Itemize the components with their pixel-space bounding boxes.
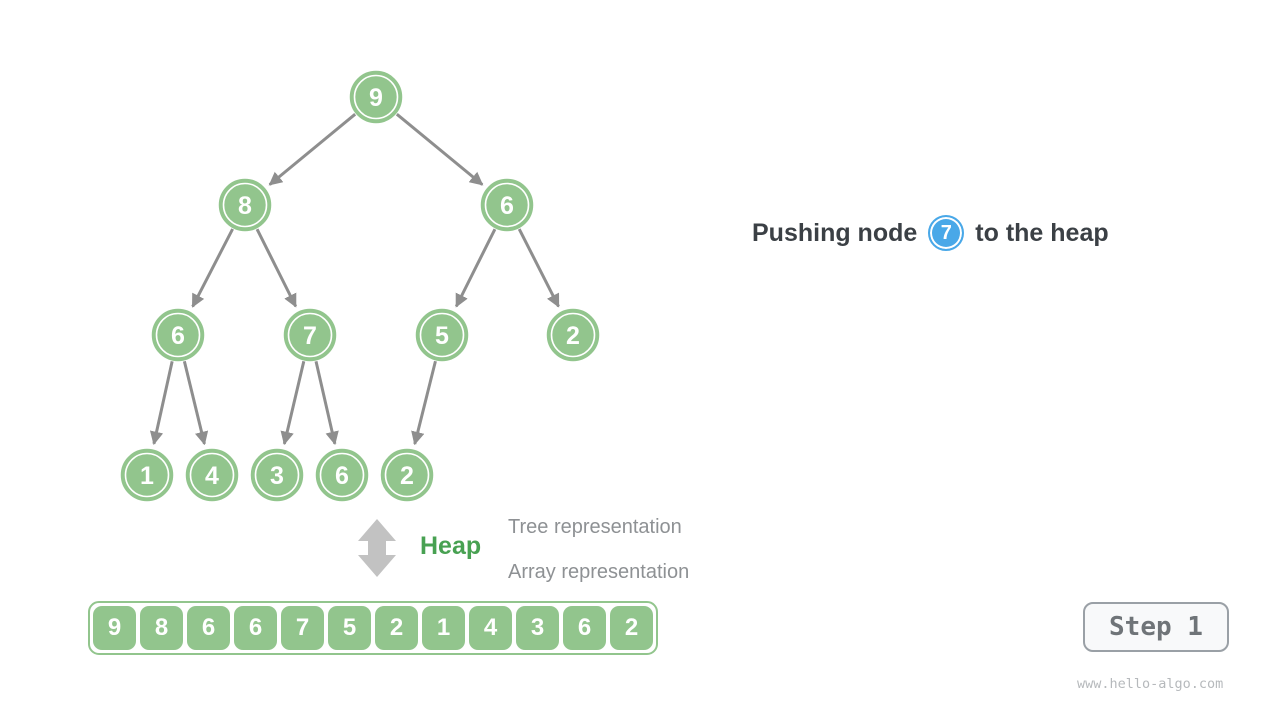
step-title: Pushing node 7 to the heap [752, 211, 1109, 255]
tree-edge [182, 360, 209, 446]
tree-edge [314, 360, 339, 446]
tree-nodes: 9 8 6 6 7 5 2 1 4 3 6 2 [120, 70, 600, 502]
tree-node-value: 6 [171, 322, 185, 350]
array-cell: 9 [93, 606, 136, 650]
tree-node-value: 2 [400, 462, 414, 490]
tree-edge [517, 228, 560, 308]
tree-node: 8 [218, 178, 272, 232]
title-prefix: Pushing node [752, 218, 918, 247]
pushed-node-badge: 7 [928, 215, 965, 251]
title-suffix: to the heap [975, 218, 1109, 247]
tree-node-value: 2 [566, 322, 580, 350]
tree-node: 5 [415, 308, 469, 362]
array-cell: 8 [140, 606, 183, 650]
step-button[interactable]: Step 1 [1083, 602, 1229, 652]
heap-tree: 9 8 6 6 7 5 2 1 4 3 6 2 [120, 70, 600, 502]
step-label: Step 1 [1109, 612, 1203, 642]
array-cell: 2 [610, 606, 653, 650]
tree-edge [395, 113, 484, 186]
tree-edge [149, 361, 174, 446]
array-cell: 1 [422, 606, 465, 650]
array-representation-caption: Array representation [508, 561, 690, 583]
tree-node-value: 9 [369, 84, 383, 112]
array-cell: 7 [281, 606, 324, 650]
heap-label: Heap [420, 532, 482, 560]
tree-node: 3 [250, 448, 304, 502]
tree-node-value: 3 [270, 462, 284, 490]
tree-edges [149, 113, 560, 446]
watermark: www.hello-algo.com [1077, 676, 1224, 692]
tree-node: 7 [283, 308, 337, 362]
up-down-arrow-icon [358, 519, 396, 577]
tree-edge [280, 360, 306, 446]
tree-representation-caption: Tree representation [508, 516, 682, 538]
tree-node: 9 [349, 70, 403, 124]
tree-node: 4 [185, 448, 239, 502]
tree-node: 6 [315, 448, 369, 502]
tree-node: 2 [546, 308, 600, 362]
tree-node-value: 4 [205, 462, 219, 490]
pushed-node-value: 7 [940, 221, 952, 244]
tree-edge [268, 113, 357, 186]
array-cell: 2 [375, 606, 418, 650]
array-cell: 3 [516, 606, 559, 650]
tree-node-value: 7 [303, 322, 317, 350]
array-cell: 6 [563, 606, 606, 650]
tree-edge [191, 228, 234, 308]
tree-node-value: 6 [500, 192, 514, 220]
tree-node-value: 6 [335, 462, 349, 490]
tree-node: 1 [120, 448, 174, 502]
tree-node-value: 5 [435, 322, 449, 350]
tree-edge [411, 360, 437, 446]
array-cell: 4 [469, 606, 512, 650]
tree-node: 6 [480, 178, 534, 232]
tree-node-value: 8 [238, 192, 252, 220]
tree-edge [454, 228, 497, 308]
tree-node: 6 [151, 308, 205, 362]
array-cell: 6 [234, 606, 277, 650]
tree-edge [255, 228, 298, 308]
array-cell: 6 [187, 606, 230, 650]
tree-node: 2 [380, 448, 434, 502]
tree-node-value: 1 [140, 462, 154, 490]
array-cell: 5 [328, 606, 371, 650]
